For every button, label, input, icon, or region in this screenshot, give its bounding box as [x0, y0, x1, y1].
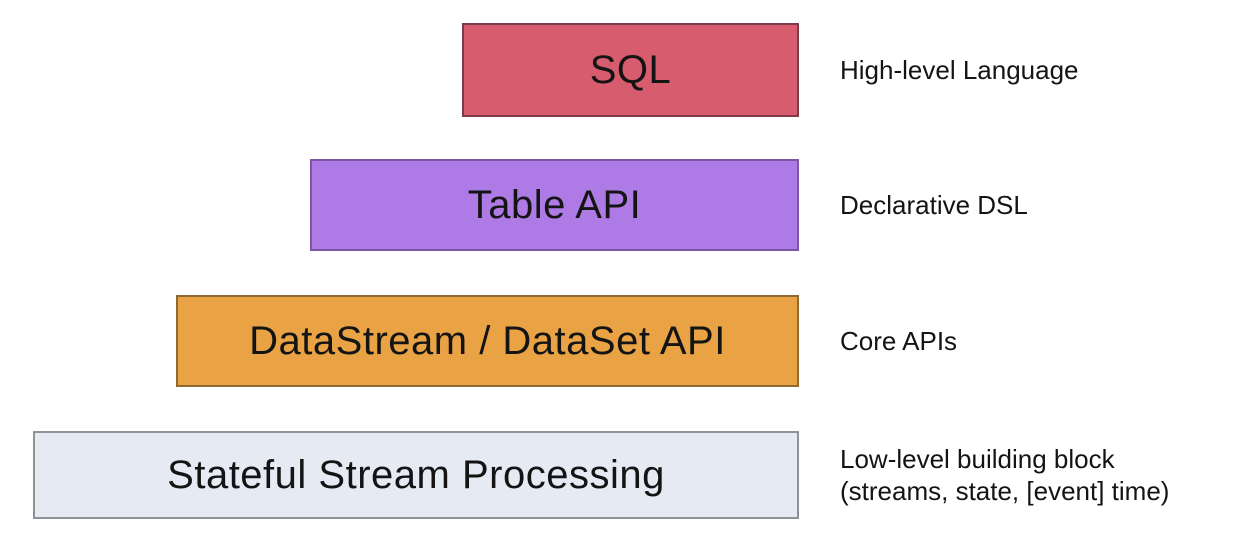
layer-description-table-api: Declarative DSL	[840, 189, 1028, 221]
layer-description-line: Core APIs	[840, 326, 958, 356]
layer-description-line: High-level Language	[840, 55, 1079, 85]
layer-description-line: (streams, state, [event] time)	[840, 476, 1170, 506]
layer-box-stateful-stream-processing-label: Stateful Stream Processing	[167, 452, 665, 497]
layer-description-line: Declarative DSL	[840, 190, 1028, 220]
layer-box-table-api: Table API	[310, 159, 799, 251]
layer-box-sql-label: SQL	[589, 47, 672, 92]
layer-box-datastream-dataset-api-label: DataStream / DataSet API	[249, 318, 726, 363]
layer-description-line: Low-level building block	[840, 444, 1115, 474]
layer-description-sql: High-level Language	[840, 54, 1079, 86]
layer-box-sql: SQL	[462, 23, 799, 117]
layer-description-low-level: Low-level building block (streams, state…	[840, 443, 1169, 507]
layer-box-stateful-stream-processing: Stateful Stream Processing	[33, 431, 799, 519]
layer-description-core-apis: Core APIs	[840, 325, 957, 357]
layer-box-datastream-dataset-api: DataStream / DataSet API	[176, 295, 799, 387]
layer-box-table-api-label: Table API	[467, 182, 642, 227]
